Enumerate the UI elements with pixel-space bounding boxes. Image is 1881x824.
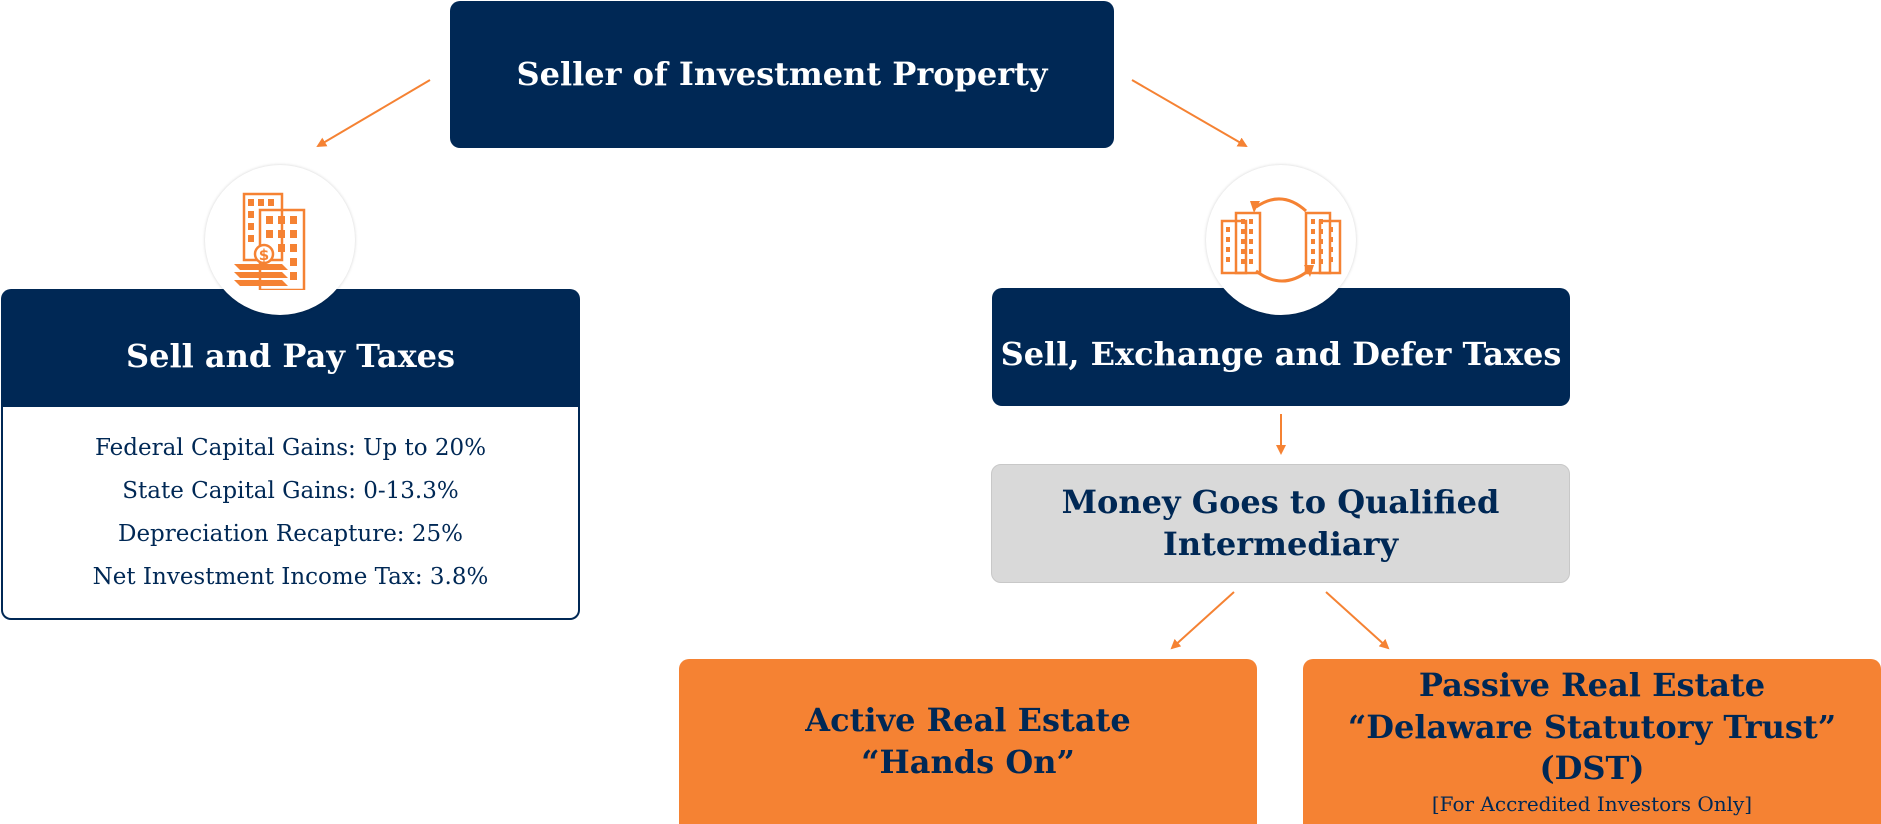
buildings-exchange-icon (1220, 197, 1342, 283)
passive-box: Passive Real Estate “Delaware Statutory … (1303, 659, 1881, 824)
intermediary-line1: Money Goes to Qualified (1061, 482, 1500, 521)
intermediary-box: Money Goes to Qualified Intermediary (991, 464, 1570, 583)
buildings-exchange-icon-circle (1206, 165, 1356, 315)
buildings-money-icon: $ (234, 192, 306, 290)
passive-line1: Passive Real Estate (1418, 666, 1766, 705)
sell-pay-title: Sell and Pay Taxes (125, 337, 456, 376)
tax-item-depreciation: Depreciation Recapture: 25% (118, 520, 463, 547)
passive-note: [For Accredited Investors Only] (1431, 791, 1753, 816)
active-line2: “Hands On” (861, 742, 1075, 781)
svg-text:$: $ (259, 246, 269, 264)
tax-item-federal: Federal Capital Gains: Up to 20% (94, 434, 487, 461)
seller-title: Seller of Investment Property (516, 54, 1048, 93)
buildings-money-icon-circle: $ (205, 165, 355, 315)
tax-list: Federal Capital Gains: Up to 20% State C… (1, 407, 580, 620)
active-box: Active Real Estate “Hands On” (679, 659, 1257, 824)
tax-item-state: State Capital Gains: 0-13.3% (122, 477, 459, 504)
intermediary-line2: Intermediary (1162, 524, 1399, 563)
arrow-to-exchange (1131, 79, 1248, 148)
passive-line2: “Delaware Statutory Trust” (DST) (1347, 707, 1837, 788)
arrow-to-active (1170, 591, 1235, 650)
tax-item-niit: Net Investment Income Tax: 3.8% (92, 563, 489, 590)
arrow-to-sell-pay (316, 79, 431, 148)
exchange-title: Sell, Exchange and Defer Taxes (1000, 335, 1562, 374)
seller-box: Seller of Investment Property (450, 1, 1114, 148)
arrow-to-passive (1325, 591, 1390, 650)
active-line1: Active Real Estate (805, 700, 1131, 739)
